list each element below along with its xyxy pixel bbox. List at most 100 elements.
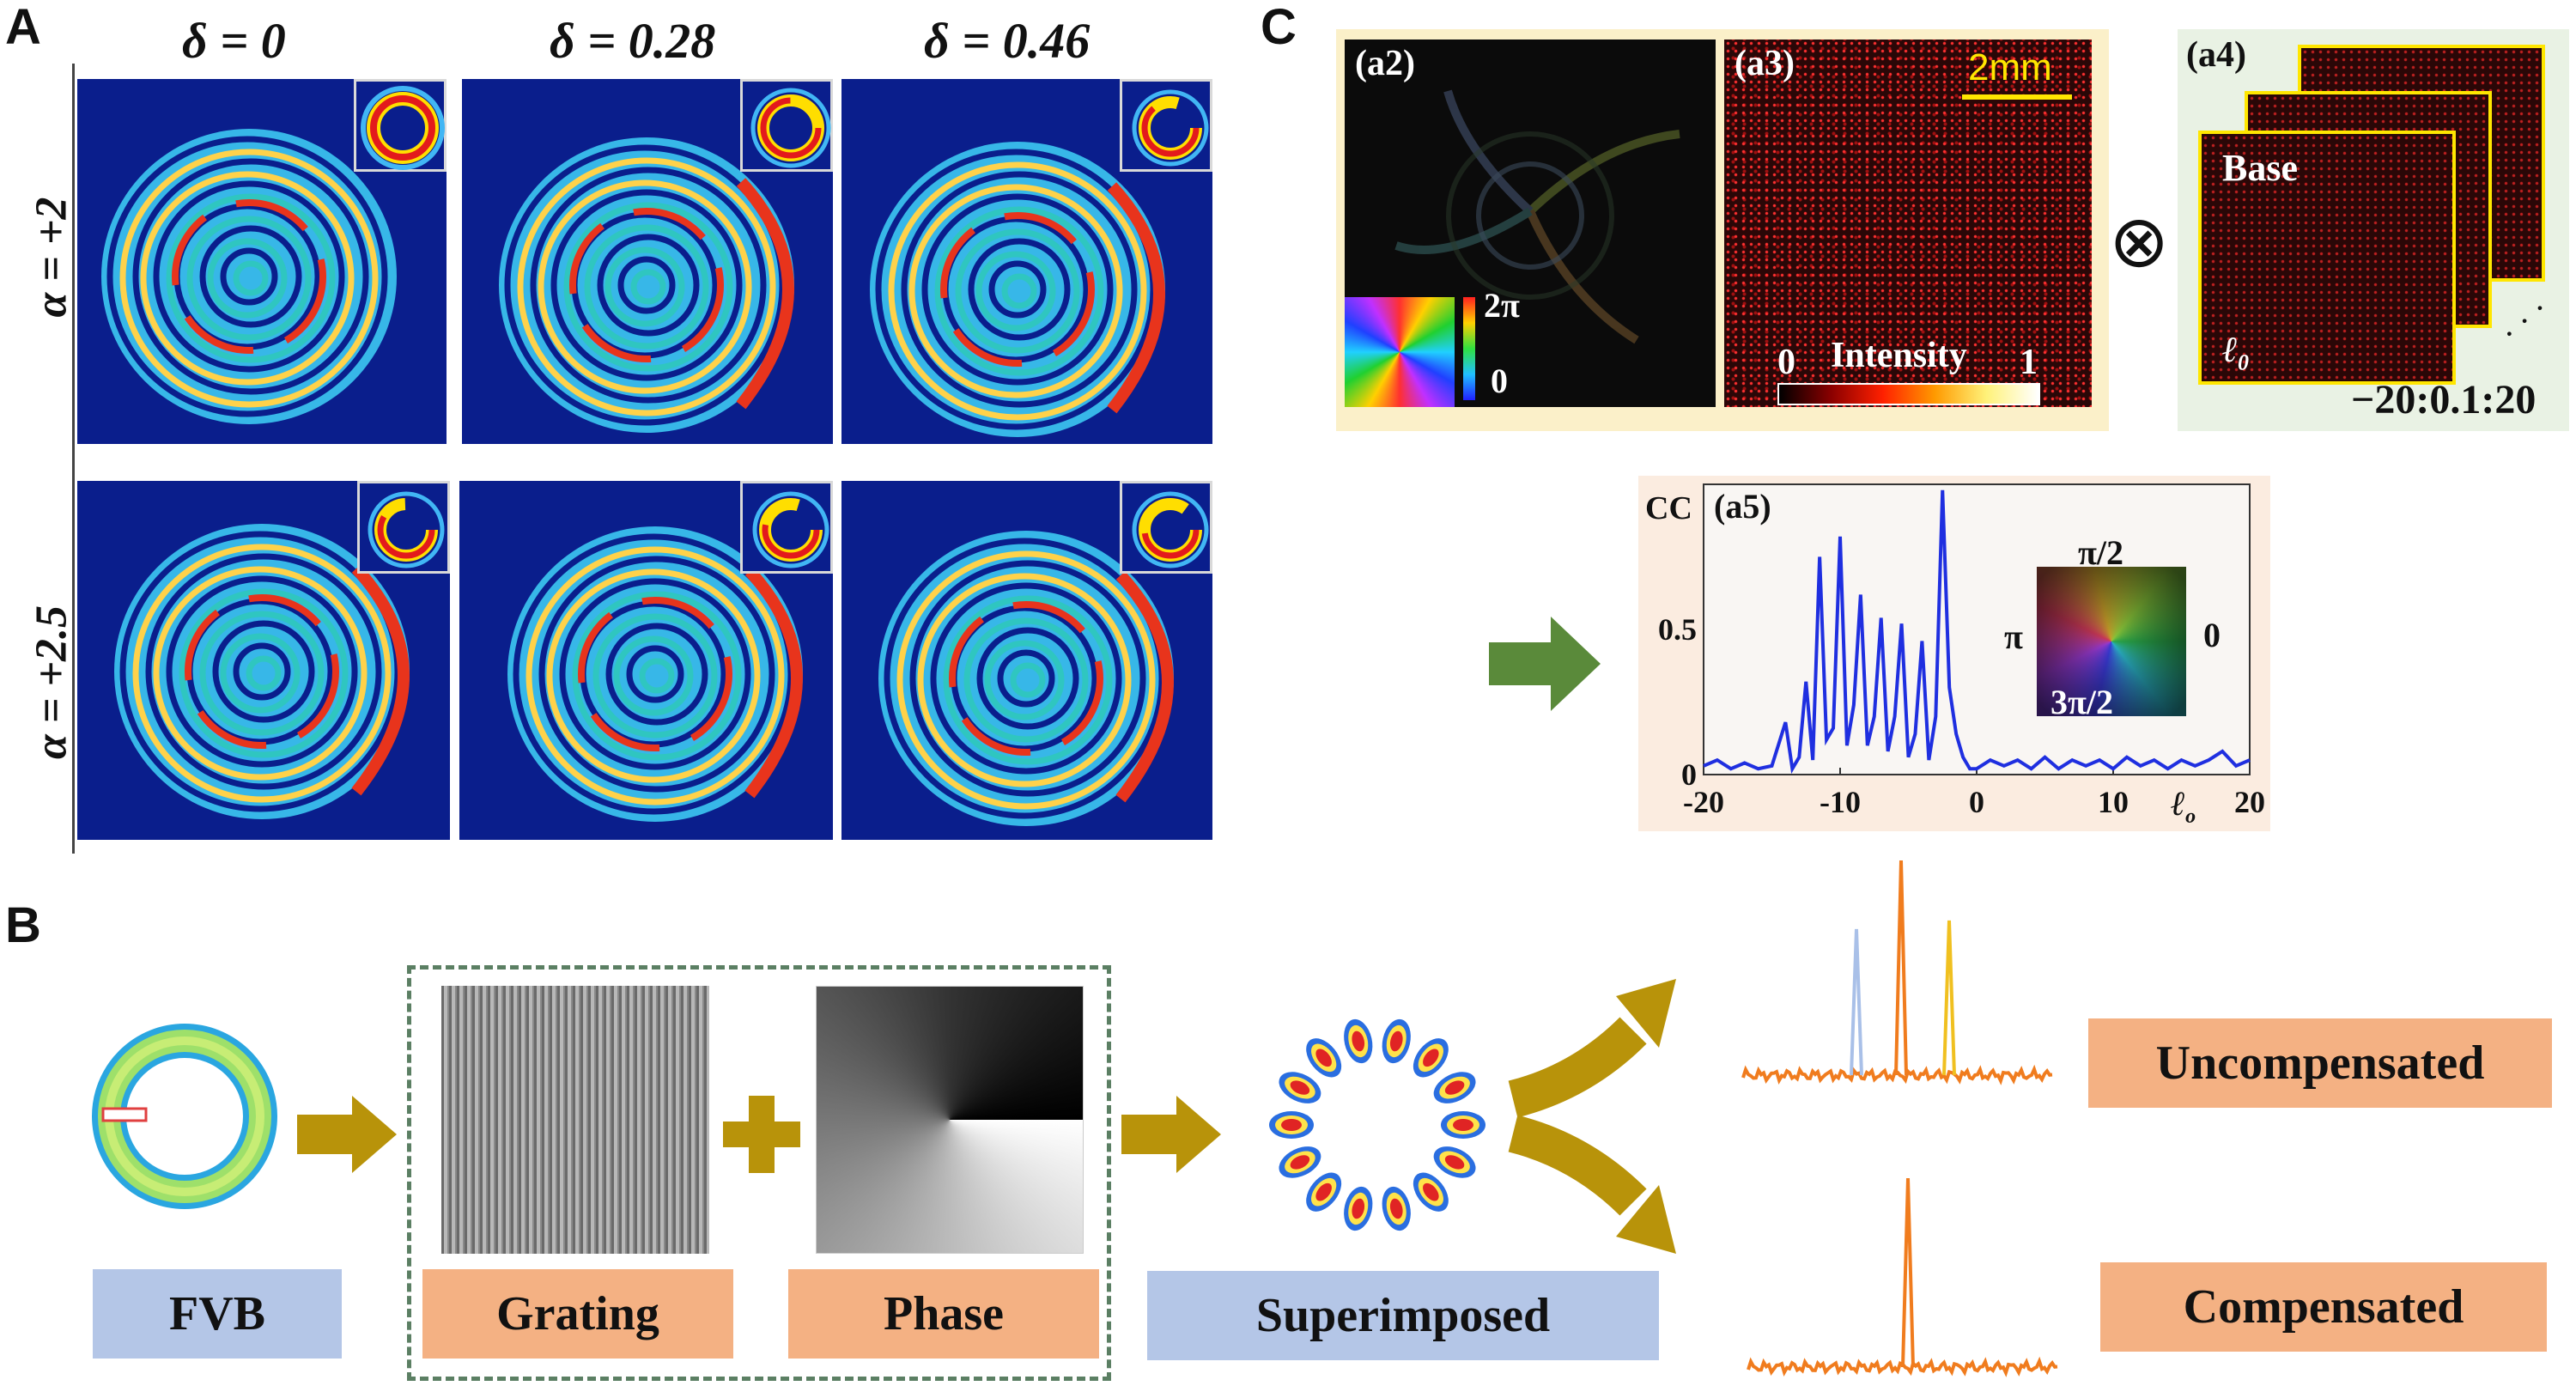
tensor-product-operator: ⊗ — [2109, 199, 2170, 283]
phase-spiral-pattern — [1394, 89, 1680, 344]
ring — [186, 216, 312, 341]
spiral-rings — [870, 142, 1165, 437]
ring — [233, 642, 291, 701]
ring — [930, 582, 1122, 775]
ring — [166, 575, 358, 768]
ring — [988, 260, 1047, 319]
a3-scalebar — [1962, 94, 2072, 100]
row-label-alpha-2: α = +2 — [27, 197, 76, 318]
hot-ring — [940, 212, 1095, 367]
a3-cbar-title: Intensity — [1831, 336, 1967, 375]
inset-beam-profile — [1120, 481, 1212, 574]
a3-cbar-min: 0 — [1777, 343, 1795, 382]
ring — [1010, 662, 1046, 698]
inset-beam-profile — [354, 79, 447, 172]
row-label-alpha-25: α = +2.5 — [27, 605, 76, 760]
ring — [166, 193, 336, 363]
ring — [140, 171, 355, 386]
a4-tag: (a4) — [2186, 35, 2246, 75]
spectrum-uncompensated — [1741, 860, 2053, 1085]
ring — [934, 206, 1104, 376]
superimposed-petal-pattern — [1269, 1018, 1485, 1231]
a5-xlabel-symbol: ℓ — [2171, 784, 2186, 823]
petal — [1382, 1186, 1411, 1231]
y-tick-label: 0 — [1681, 757, 1697, 792]
x-tick-label: 0 — [1969, 785, 1984, 819]
a4-stack-front — [2198, 131, 2456, 385]
ring — [153, 180, 345, 373]
ring — [119, 149, 379, 408]
ring — [572, 591, 742, 761]
petal — [1433, 1146, 1476, 1178]
dashed-box-grating-phase — [407, 965, 1111, 1381]
a5-phase-legend-dark — [2037, 567, 2186, 716]
vortex-heatmap-r1c2 — [462, 79, 833, 444]
ring — [546, 568, 761, 783]
ring — [597, 234, 700, 337]
plus-sign — [723, 1096, 800, 1173]
ring — [220, 247, 278, 306]
ring — [976, 627, 1079, 730]
petal — [1279, 1146, 1321, 1178]
uncompensated-label: Uncompensated — [2088, 1018, 2552, 1108]
vortex-heatmap-r1c3 — [841, 79, 1212, 444]
hot-arc — [736, 178, 794, 410]
spiral-rings — [114, 524, 410, 819]
petal — [1306, 1172, 1342, 1212]
ring — [559, 578, 751, 770]
hot-arc — [744, 567, 803, 799]
spectrum-peak — [1901, 1177, 1915, 1368]
ring — [526, 546, 785, 805]
ring — [909, 560, 1146, 797]
a5-phase-left: π — [2004, 617, 2023, 656]
a2-phase-image — [1345, 40, 1716, 407]
ring — [153, 566, 368, 781]
ring — [963, 617, 1089, 743]
ring — [605, 623, 708, 726]
spiral-rings — [499, 137, 794, 433]
a5-xlabel: ℓo — [2171, 783, 2196, 829]
spectrum-peak — [1894, 860, 1908, 1076]
fvb-label: FVB — [93, 1269, 342, 1359]
inset-beam-profile — [740, 79, 833, 172]
ring — [220, 633, 301, 714]
ring — [132, 158, 369, 395]
vortex-heatmap-r2c1 — [77, 481, 450, 840]
ring — [613, 635, 694, 716]
ring — [199, 225, 302, 328]
x-tick-label: -10 — [1820, 785, 1861, 819]
ring — [207, 238, 288, 319]
ring — [639, 658, 675, 694]
phase-label: Phase — [788, 1269, 1099, 1359]
grating-image — [441, 986, 709, 1254]
ring — [921, 193, 1114, 386]
arrow-fvb-to-grating — [297, 1096, 397, 1173]
green-arrow — [1489, 617, 1601, 711]
ring — [563, 202, 733, 372]
a3-cbar-max: 1 — [2020, 343, 2038, 382]
ring — [106, 136, 388, 417]
ring — [132, 544, 392, 803]
ring — [975, 251, 1056, 331]
petal — [1441, 1111, 1485, 1139]
petal — [1433, 1072, 1476, 1103]
inset-beam-profile — [1120, 79, 1212, 172]
panel-letter-c: C — [1261, 0, 1297, 55]
panel-letter-b: B — [5, 897, 41, 953]
spectrum-compensated — [1747, 1177, 2058, 1377]
petal — [1279, 1072, 1321, 1103]
a5-ylabel: CC — [1645, 490, 1692, 526]
ring — [901, 171, 1138, 408]
ring — [538, 179, 752, 394]
petal — [1269, 1111, 1314, 1139]
ring — [145, 553, 382, 790]
a3-tag: (a3) — [1735, 44, 1795, 83]
ring — [984, 640, 1065, 720]
ring — [968, 238, 1071, 341]
ring — [530, 167, 767, 404]
ring — [943, 595, 1113, 765]
ring — [233, 260, 269, 296]
ring — [626, 645, 684, 703]
a3-intensity-colorbar — [1777, 383, 2040, 405]
ring — [605, 246, 685, 327]
